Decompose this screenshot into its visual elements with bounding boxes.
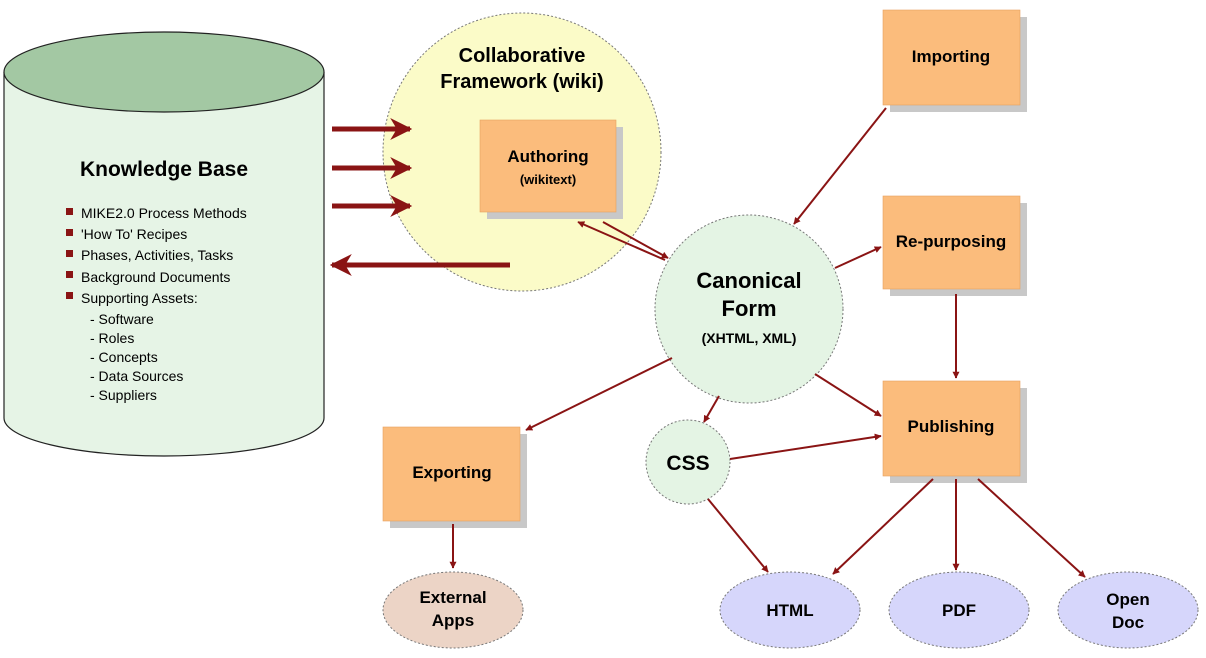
arrow-canonical-to-css	[703, 395, 720, 423]
bullet-icon	[66, 250, 73, 257]
knowledge-base-list: MIKE2.0 Process Methods 'How To' Recipes…	[66, 205, 247, 403]
canonical-line1: Canonical	[696, 268, 801, 293]
authoring-box: Authoring (wikitext)	[479, 119, 623, 219]
kb-sub-item: - Data Sources	[90, 368, 183, 384]
collab-title-line1: Collaborative	[459, 45, 586, 67]
connector-arrows	[449, 107, 1086, 578]
authoring-title: Authoring	[507, 147, 588, 166]
arrow-authoring-to-canonical	[602, 221, 669, 259]
kb-wiki-arrows	[329, 118, 510, 276]
exporting-label: Exporting	[412, 463, 491, 482]
external-label-line1: External	[419, 588, 486, 607]
opendoc-output: Open Doc	[1057, 571, 1199, 649]
knowledge-base-cylinder: Knowledge Base MIKE2.0 Process Methods '…	[3, 31, 325, 457]
publishing-label: Publishing	[908, 417, 995, 436]
html-output: HTML	[719, 571, 861, 649]
arrow-css-to-html	[707, 498, 769, 573]
bullet-icon	[66, 271, 73, 278]
arrow-canonical-to-repurposing	[834, 246, 882, 269]
kb-item: Phases, Activities, Tasks	[81, 247, 233, 263]
repurposing-box: Re-purposing	[882, 195, 1027, 296]
kb-sub-item: - Roles	[90, 330, 134, 346]
arrow-canonical-to-publishing	[814, 373, 882, 417]
kb-sub-item: - Software	[90, 311, 154, 327]
kb-sub-item: - Suppliers	[90, 387, 157, 403]
arrow-publishing-to-opendoc	[977, 478, 1086, 578]
publishing-box: Publishing	[882, 380, 1027, 483]
collab-title-line2: Framework (wiki)	[440, 71, 603, 93]
authoring-subtitle: (wikitext)	[520, 172, 576, 187]
opendoc-label-line2: Doc	[1112, 613, 1144, 632]
bullet-icon	[66, 229, 73, 236]
repurposing-label: Re-purposing	[896, 232, 1007, 251]
pdf-output: PDF	[888, 571, 1030, 649]
importing-label: Importing	[912, 47, 990, 66]
opendoc-label-line1: Open	[1106, 590, 1149, 609]
css-circle: CSS	[645, 419, 731, 505]
kb-item: 'How To' Recipes	[81, 226, 187, 242]
canonical-form-circle: Canonical Form (XHTML, XML)	[654, 214, 844, 404]
kb-item: Supporting Assets:	[81, 290, 198, 306]
arrow-publishing-to-html	[832, 478, 934, 575]
css-label: CSS	[666, 452, 709, 475]
html-label: HTML	[766, 601, 813, 620]
arrow-css-to-publishing	[729, 433, 882, 460]
knowledge-base-title: Knowledge Base	[80, 158, 248, 181]
arrow-canonical-to-authoring	[577, 221, 666, 261]
pdf-label: PDF	[942, 601, 976, 620]
arrow-importing-to-canonical	[793, 107, 887, 225]
canonical-subtitle: (XHTML, XML)	[702, 330, 797, 346]
external-label-line2: Apps	[432, 611, 475, 630]
kb-item: Background Documents	[81, 269, 230, 285]
importing-box: Importing	[882, 9, 1027, 112]
kb-sub-item: - Concepts	[90, 349, 158, 365]
external-apps-output: External Apps	[382, 571, 524, 649]
exporting-box: Exporting	[382, 426, 527, 528]
bullet-icon	[66, 292, 73, 299]
bullet-icon	[66, 208, 73, 215]
kb-item: MIKE2.0 Process Methods	[81, 205, 247, 221]
arrow-canonical-to-exporting	[525, 357, 673, 431]
canonical-line2: Form	[722, 296, 777, 321]
